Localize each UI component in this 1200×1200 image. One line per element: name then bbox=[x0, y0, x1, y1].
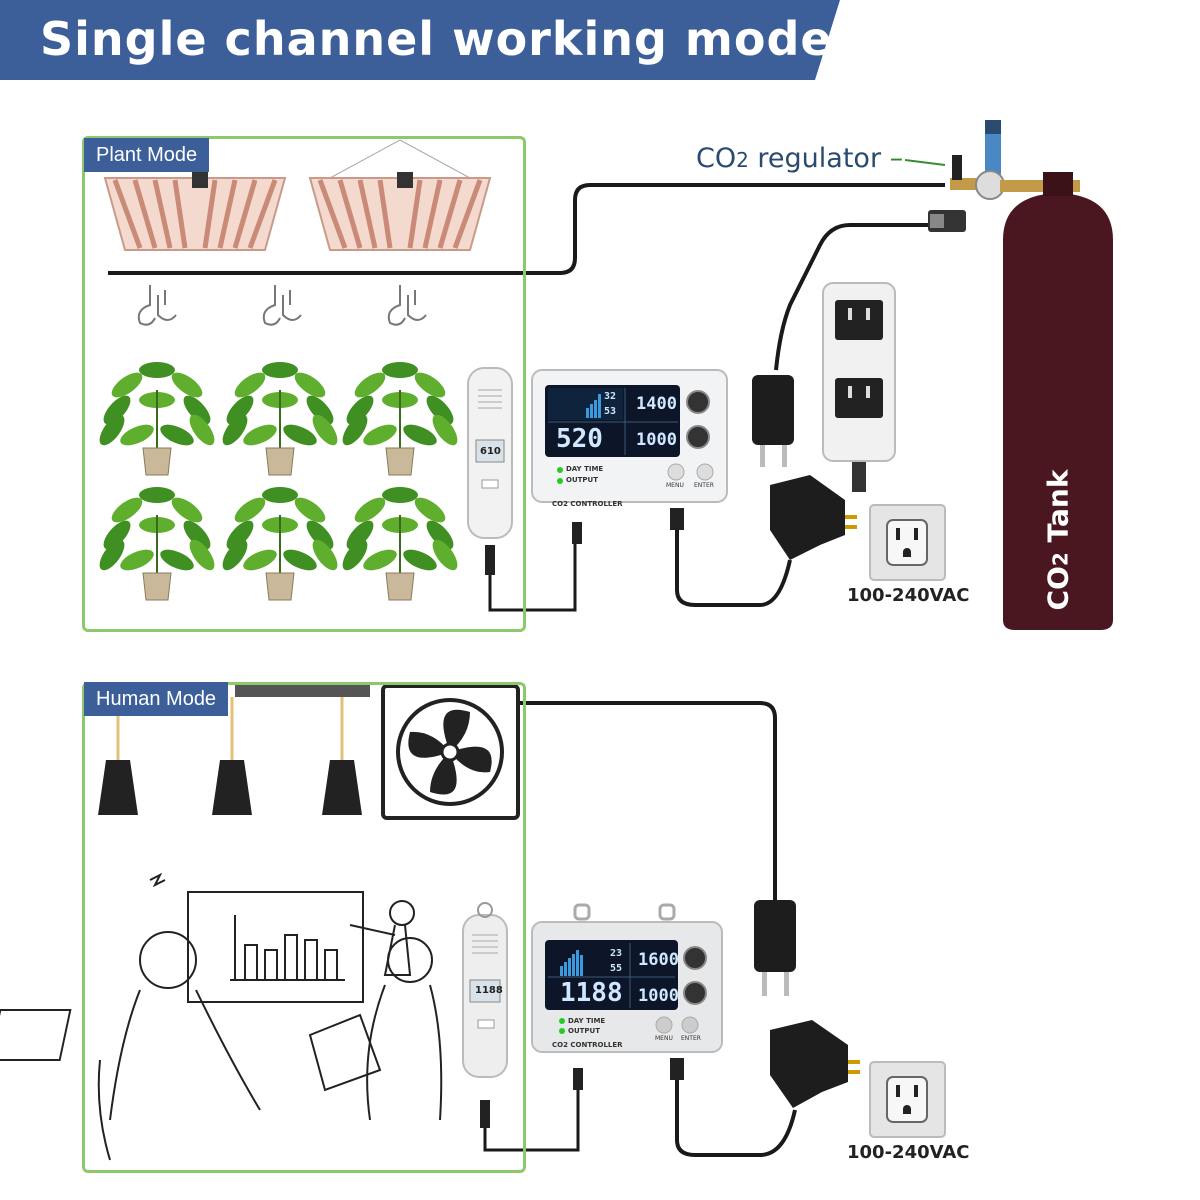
office-sketch bbox=[0, 872, 443, 1161]
power-adapter-plant bbox=[770, 475, 857, 560]
potted-plant-1 bbox=[99, 362, 215, 476]
human-sensor-reading: 1188 bbox=[475, 985, 503, 996]
potted-plant-4 bbox=[99, 487, 215, 601]
co2-sensor-plant bbox=[467, 367, 513, 575]
co2-tank bbox=[1003, 172, 1113, 630]
grow-light-left bbox=[103, 172, 287, 251]
regulator-plug bbox=[752, 375, 794, 467]
fan-cable bbox=[520, 701, 777, 900]
human-mode-tag: Human Mode bbox=[84, 682, 229, 716]
grow-light-right bbox=[308, 139, 492, 251]
potted-plant-6 bbox=[342, 487, 458, 601]
human-led-daytime: DAY TIME bbox=[568, 1017, 606, 1025]
human-border-high: 1600 bbox=[638, 950, 679, 970]
solenoid-cable bbox=[108, 183, 945, 275]
ceiling-bar bbox=[235, 685, 370, 697]
plant-btn-enter: ENTER bbox=[694, 482, 714, 489]
plant-mode-tag: Plant Mode bbox=[84, 138, 210, 172]
potted-plant-2 bbox=[222, 362, 338, 476]
plant-sensor-reading: 610 bbox=[480, 446, 501, 457]
hanger-hooks bbox=[137, 285, 427, 326]
plant-temp: 32 bbox=[604, 391, 617, 402]
plant-border-high: 1400 bbox=[636, 394, 677, 414]
plant-btn-menu: MENU bbox=[666, 482, 684, 489]
power-adapter-human bbox=[770, 1020, 860, 1108]
plant-reading-main: 520 bbox=[556, 424, 603, 454]
human-mode-frame bbox=[82, 682, 526, 1173]
human-border-low: 1000 bbox=[638, 986, 679, 1006]
regulator-pointer bbox=[904, 159, 946, 166]
banner-shape bbox=[0, 0, 840, 80]
plant-led-output: OUTPUT bbox=[566, 476, 598, 484]
plant-humidity: 53 bbox=[604, 406, 617, 417]
controller-human bbox=[531, 903, 723, 1090]
human-humidity: 55 bbox=[610, 963, 623, 974]
plant-mode-frame bbox=[82, 136, 526, 632]
exhaust-fan bbox=[381, 684, 520, 820]
power-strip bbox=[822, 282, 896, 492]
pendant-lamps bbox=[98, 697, 362, 815]
plant-brand: CO2 CONTROLLER bbox=[552, 500, 623, 508]
co2-regulator-label: CO2 regulator – bbox=[696, 143, 904, 174]
plant-border-low: 1000 bbox=[636, 430, 677, 450]
human-led-output: OUTPUT bbox=[568, 1027, 600, 1035]
potted-plant-5 bbox=[222, 487, 338, 601]
wall-outlet-plant bbox=[869, 504, 946, 581]
plants-group bbox=[99, 362, 458, 601]
sensor-cable-human bbox=[483, 1090, 580, 1152]
sensor-cable-plant bbox=[488, 540, 577, 612]
potted-plant-3 bbox=[342, 362, 458, 476]
human-brand: CO2 CONTROLLER bbox=[552, 1041, 623, 1049]
plant-led-daytime: DAY TIME bbox=[566, 465, 604, 473]
wall-outlet-human bbox=[869, 1061, 946, 1138]
title-banner: Single channel working mode bbox=[0, 0, 1200, 80]
human-reading-main: 1188 bbox=[560, 978, 623, 1008]
human-btn-menu: MENU bbox=[655, 1035, 673, 1042]
fan-plug bbox=[754, 900, 796, 996]
page-title: Single channel working mode bbox=[40, 12, 833, 66]
controller-plant bbox=[531, 369, 728, 544]
voltage-label-plant: 100-240VAC bbox=[847, 585, 970, 606]
controller-power-cable bbox=[675, 530, 792, 607]
co2-sensor-human bbox=[462, 902, 508, 1128]
human-temp: 23 bbox=[610, 948, 623, 959]
regulator-cable bbox=[774, 223, 940, 371]
human-btn-enter: ENTER bbox=[681, 1035, 701, 1042]
voltage-label-human: 100-240VAC bbox=[847, 1142, 970, 1163]
controller-power-cable-human bbox=[675, 1080, 797, 1157]
co2-tank-label: CO2 Tank bbox=[1041, 469, 1075, 611]
